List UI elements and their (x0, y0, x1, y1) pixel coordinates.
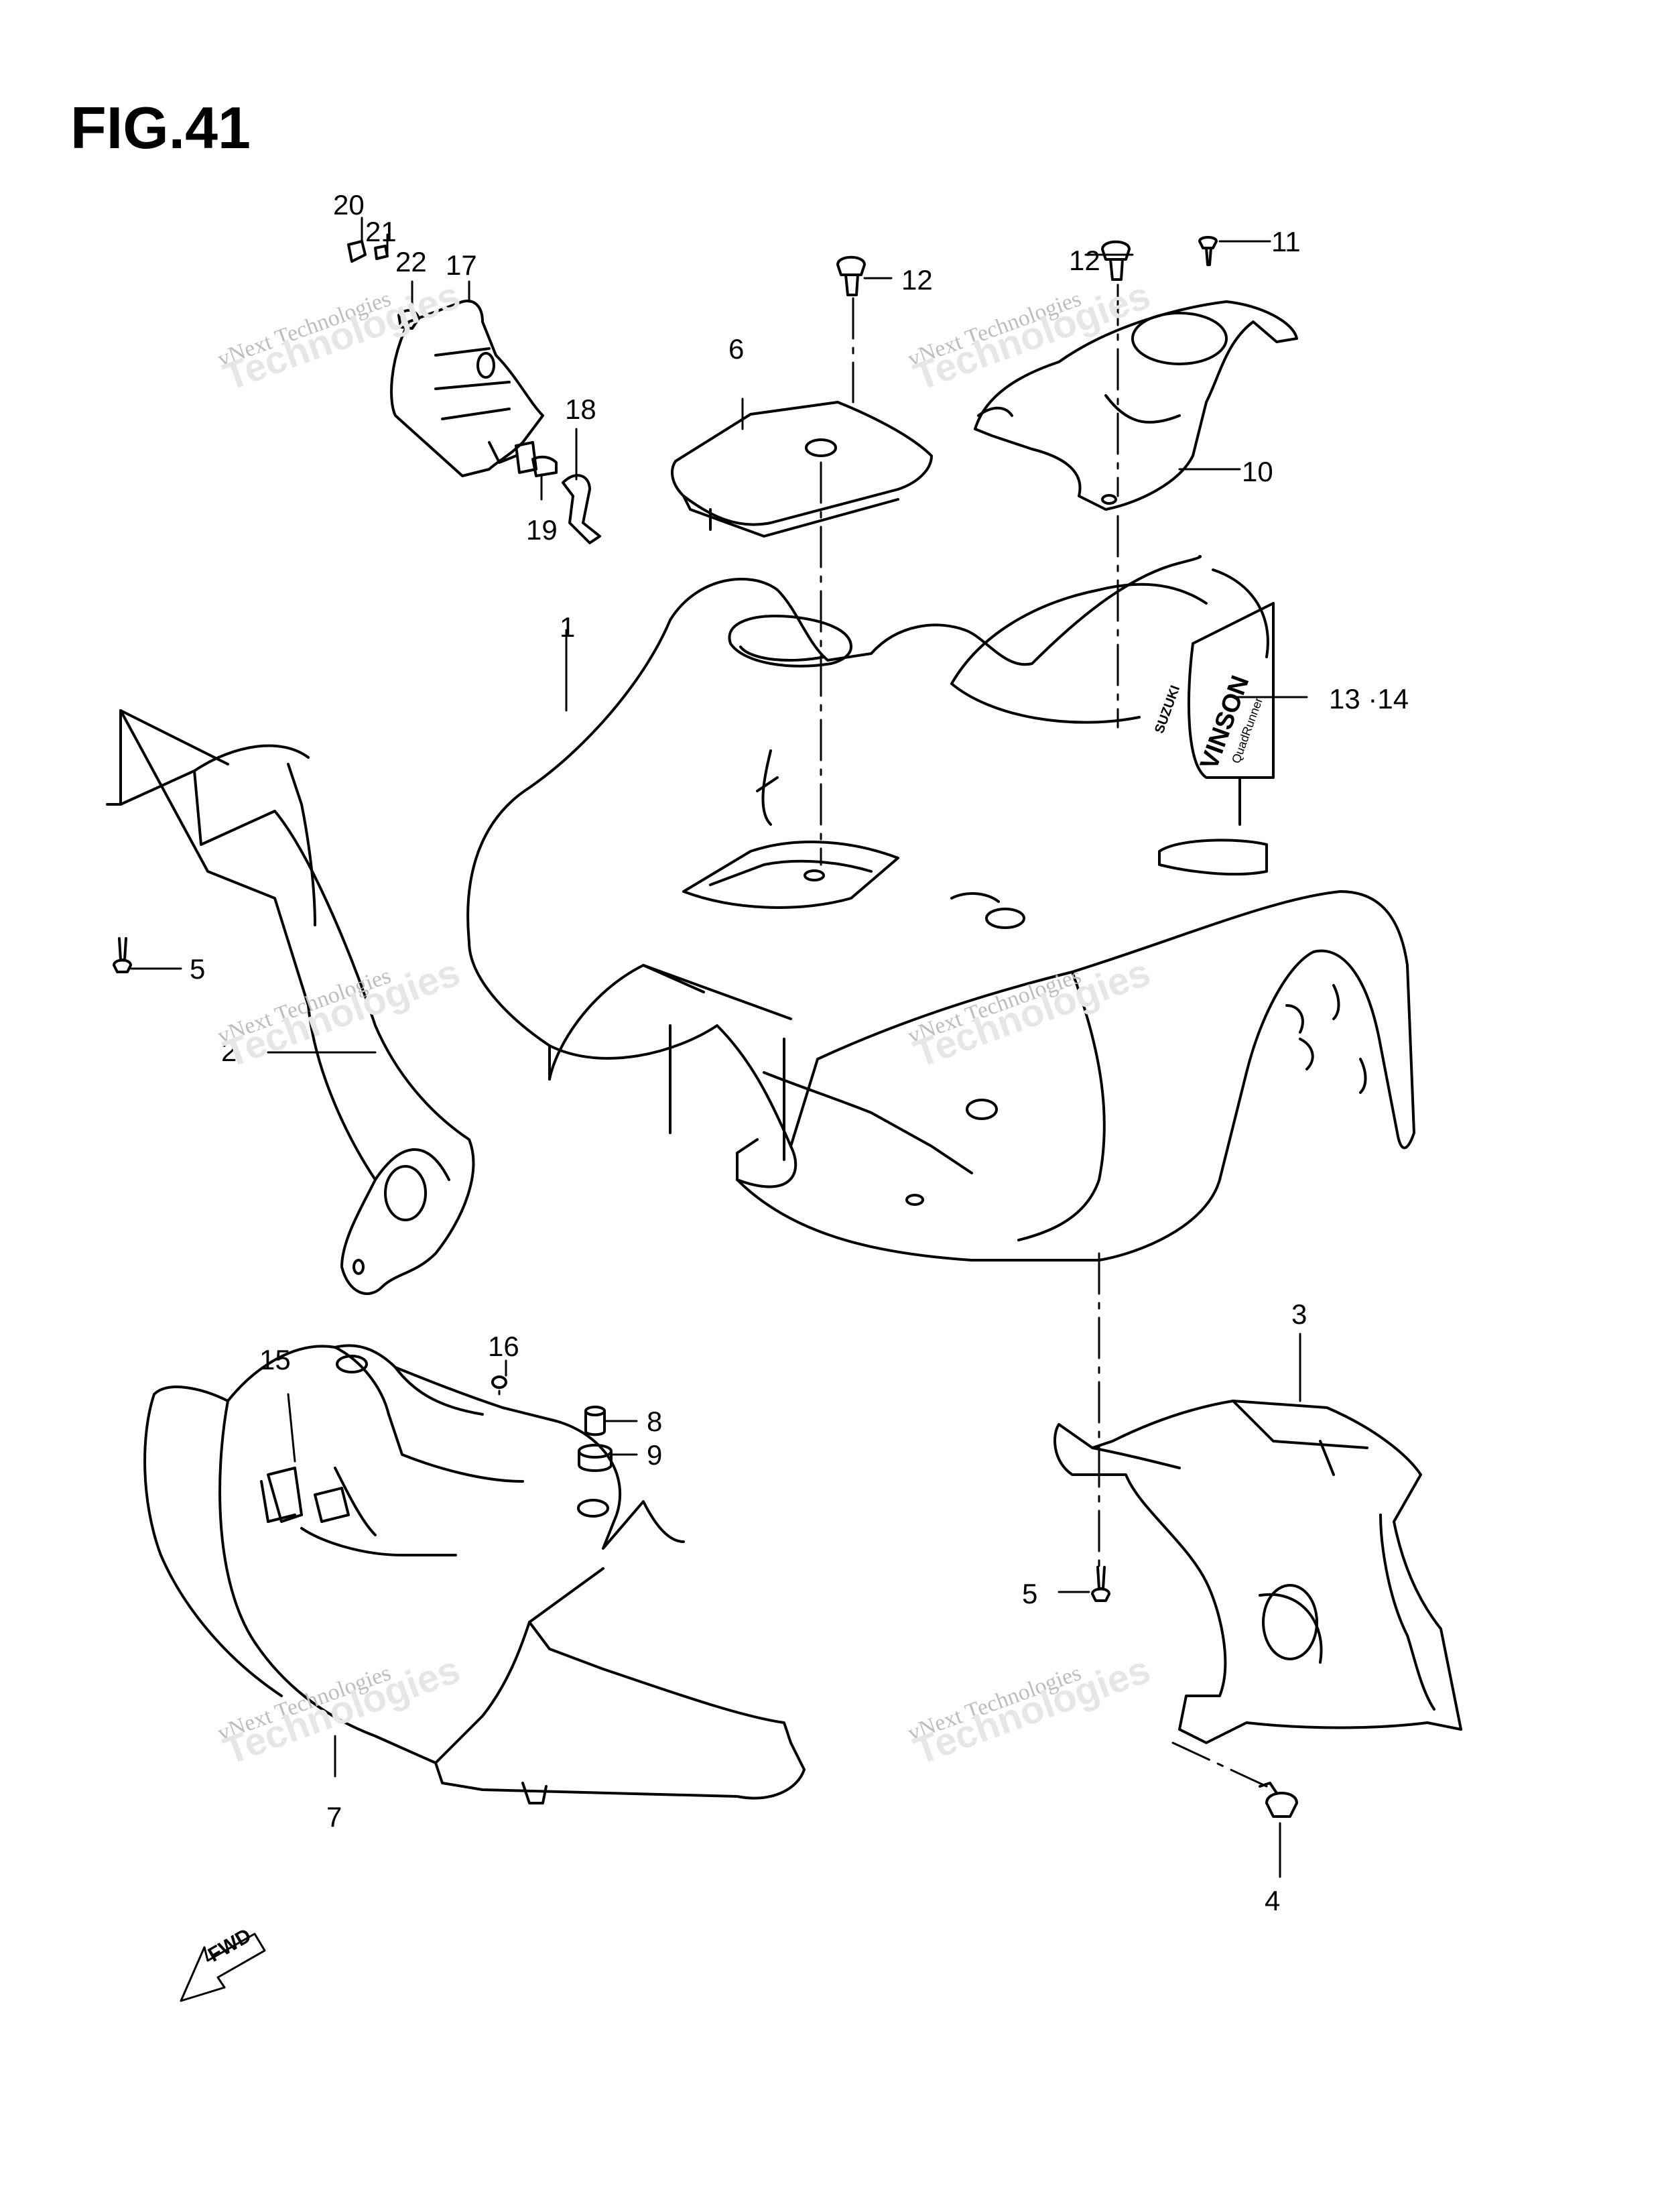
callout-17: 17 (446, 249, 477, 281)
part-2-left-inner-guard (106, 709, 475, 1295)
callout-21: 21 (365, 216, 397, 247)
callout-5-right: 5 (1022, 1578, 1038, 1609)
callout-19: 19 (526, 514, 558, 546)
part-7-front-bumper (143, 1344, 806, 1804)
callout-10: 10 (1242, 456, 1273, 487)
callout-1: 1 (560, 611, 576, 643)
assembly-centerlines (498, 284, 1268, 1788)
callout-3: 3 (1291, 1298, 1307, 1330)
part-10-instrument-cover (974, 300, 1298, 511)
fwd-arrow-icon (180, 1932, 266, 2002)
part-1-front-fender (466, 555, 1415, 1262)
callout-13-14: 13 ·14 (1329, 683, 1409, 715)
fasteners (113, 236, 1298, 1818)
callout-8: 8 (647, 1406, 663, 1437)
callout-15: 15 (259, 1344, 291, 1375)
part-3-right-inner-guard (1053, 1400, 1462, 1744)
callout-11: 11 (1271, 226, 1301, 257)
part-17-bracket (390, 300, 544, 477)
callout-7: 7 (326, 1801, 342, 1833)
small-hardware (347, 240, 601, 544)
callout-5-left: 5 (190, 953, 206, 985)
callout-6: 6 (728, 333, 745, 365)
leader-lines (129, 217, 1308, 1878)
callout-12-right: 12 (1069, 245, 1100, 276)
callout-20: 20 (333, 189, 365, 221)
callout-4: 4 (1265, 1885, 1281, 1916)
callout-2: 2 (221, 1036, 237, 1067)
callout-12-left: 12 (901, 264, 933, 296)
figure-title: FIG.41 (70, 95, 251, 161)
part-6-cover (671, 401, 933, 538)
callout-22: 22 (395, 246, 427, 278)
callout-18: 18 (565, 393, 596, 425)
callout-9: 9 (647, 1439, 663, 1471)
callout-16: 16 (488, 1331, 519, 1362)
